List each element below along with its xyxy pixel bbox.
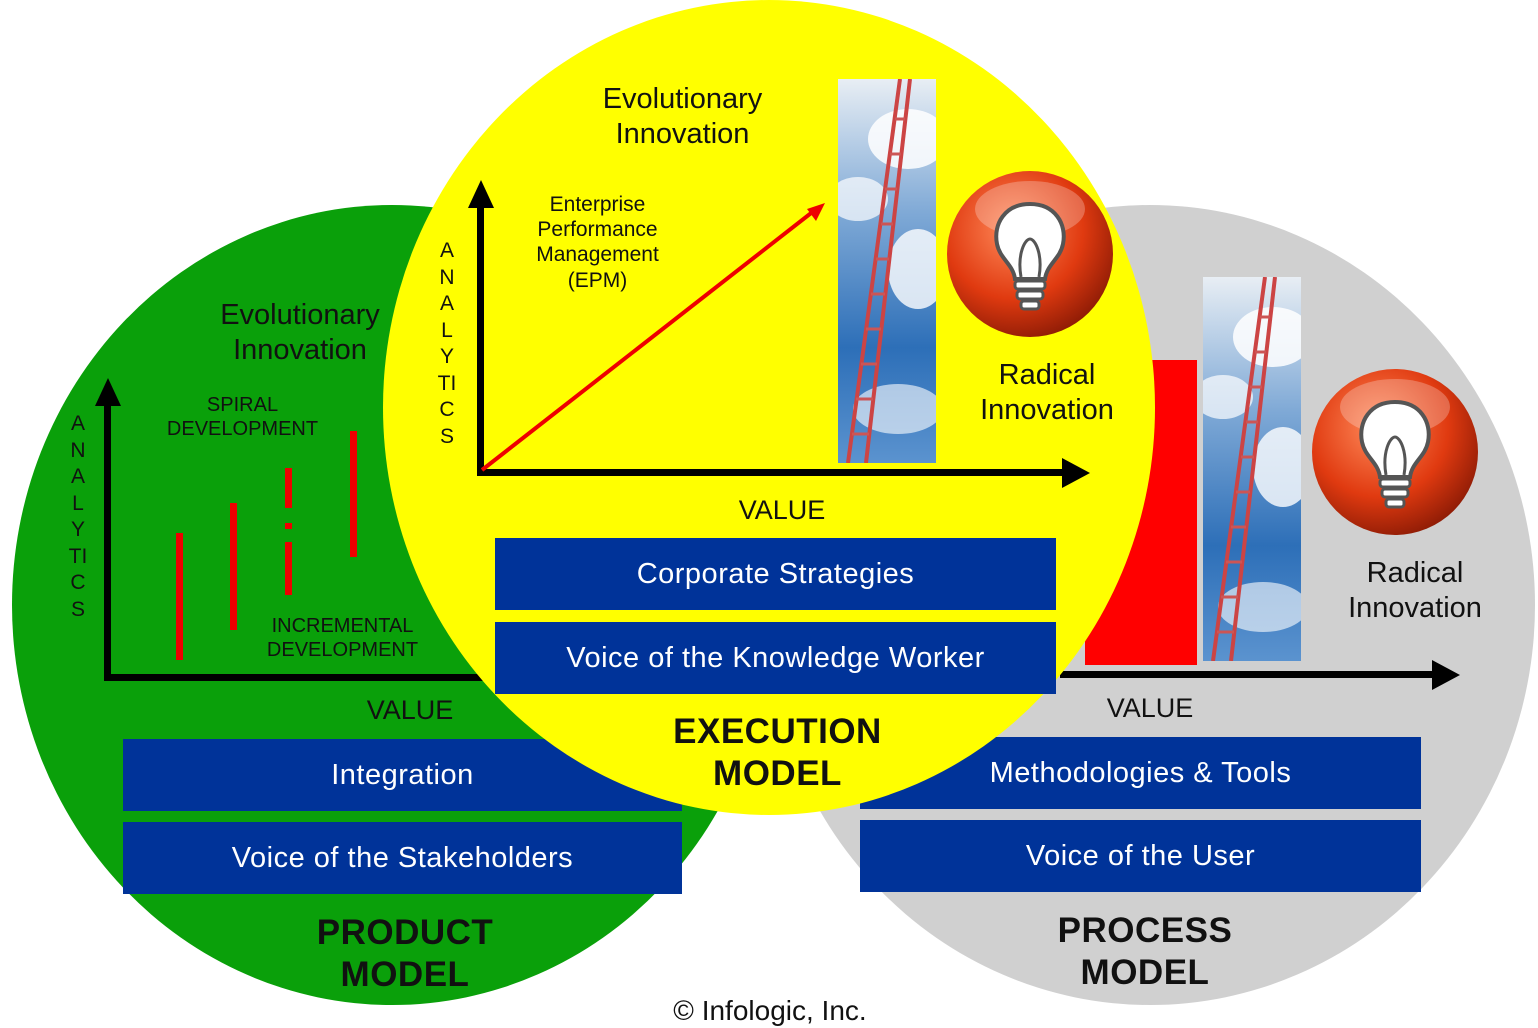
execution-analytics-axis-arrowhead <box>468 180 494 208</box>
process-methodologies-box: Methodologies & Tools <box>860 737 1421 809</box>
execution-ladder-image <box>838 79 936 463</box>
execution-analytics-label: ANALYTICS <box>437 239 457 448</box>
execution-analytics-axis <box>477 200 484 476</box>
product-analytics-axis-arrowhead <box>95 378 121 406</box>
execution-epm-trend-arrow <box>480 203 825 472</box>
process-value-axis <box>1060 671 1440 678</box>
execution-radical-label: Radical Innovation <box>980 359 1114 426</box>
process-voice-user-box: Voice of the User <box>860 820 1421 892</box>
product-dev-bar-3c <box>285 542 292 595</box>
product-analytics-label: ANALYTICS <box>68 412 88 621</box>
product-dev-bar-2 <box>230 503 237 630</box>
product-value-axis <box>104 674 514 681</box>
product-incremental-label: INCREMENTAL DEVELOPMENT <box>266 615 419 661</box>
copyright-text: © Infologic, Inc. <box>673 995 867 1026</box>
execution-value-axis-arrowhead <box>1062 458 1090 488</box>
execution-voice-knowledge-worker-box: Voice of the Knowledge Worker <box>495 622 1056 694</box>
execution-heading: Evolutionary Innovation <box>602 83 763 150</box>
execution-corporate-strategies-box: Corporate Strategies <box>495 538 1056 610</box>
product-value-label: VALUE <box>366 695 454 725</box>
process-value-axis-arrowhead <box>1432 660 1460 690</box>
process-lightbulb-icon <box>1310 367 1480 537</box>
product-dev-bar-1 <box>176 533 183 660</box>
process-radical-label: Radical Innovation <box>1348 557 1482 624</box>
product-dev-bar-4 <box>350 431 357 557</box>
process-value-label: VALUE <box>1106 693 1194 723</box>
product-analytics-axis <box>104 398 111 680</box>
product-heading: Evolutionary Innovation <box>220 299 380 366</box>
execution-value-axis <box>477 469 1067 476</box>
product-spiral-label: SPIRAL DEVELOPMENT <box>166 394 319 440</box>
product-voice-stakeholders-box: Voice of the Stakeholders <box>123 822 682 894</box>
execution-value-label: VALUE <box>738 495 826 525</box>
product-dev-bar-3a <box>285 468 292 508</box>
process-ladder-image <box>1203 277 1301 661</box>
execution-lightbulb-icon <box>945 169 1115 339</box>
product-dev-bar-3b <box>285 523 292 529</box>
execution-epm-label: Enterprise Performance Management (EPM) <box>536 193 659 292</box>
